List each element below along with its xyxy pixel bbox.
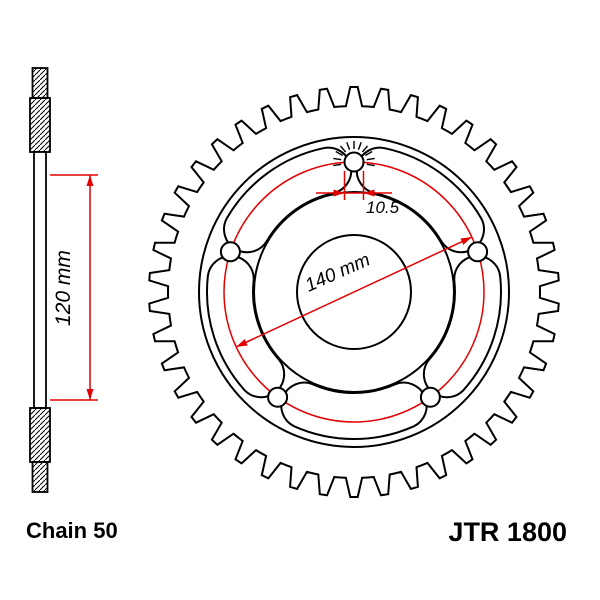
dim-105-label: 10.5 <box>366 198 400 217</box>
dimension-140 <box>235 236 473 348</box>
dimension-105 <box>316 171 392 200</box>
sun-ray <box>335 150 344 157</box>
side-tooth-bottom <box>31 461 49 493</box>
dimension-arrow <box>460 237 472 245</box>
sun-rays <box>333 141 375 167</box>
bolt-hole <box>467 241 489 263</box>
sun-ray <box>366 163 375 167</box>
chain-size-label: Chain 50 <box>26 518 118 543</box>
sun-ray <box>333 163 342 167</box>
part-number-label: JTR 1800 <box>448 517 567 547</box>
bolt-hole <box>219 241 241 263</box>
sun-ray <box>333 157 342 161</box>
bolt-hole <box>343 151 365 173</box>
rim-inner-circle <box>198 136 510 448</box>
sun-ray <box>357 142 362 151</box>
side-view <box>29 67 51 493</box>
hub-circle <box>253 191 455 393</box>
bolt-hole <box>419 386 441 408</box>
bolt-hole <box>267 386 289 408</box>
sun-ray <box>339 145 347 153</box>
side-rim-top <box>29 97 51 153</box>
dimension-arrow <box>86 175 94 186</box>
sun-ray <box>361 145 369 153</box>
side-tooth-top <box>31 67 49 99</box>
dimension-120 <box>50 174 98 401</box>
dimension-arrow <box>86 389 94 400</box>
bolt-holes <box>219 151 489 408</box>
side-rim-bottom <box>29 407 51 463</box>
dim-120-label: 120 mm <box>52 250 75 326</box>
dimension-line <box>235 236 473 348</box>
dimension-arrow <box>333 189 345 197</box>
sun-ray <box>366 157 375 161</box>
center-bore <box>296 234 412 350</box>
side-web <box>33 151 47 409</box>
sun-ray <box>346 142 351 151</box>
sun-ray <box>364 150 373 157</box>
lightening-slots <box>206 146 502 440</box>
dimension-arrow <box>363 189 375 197</box>
dimension-arrow <box>236 339 248 347</box>
